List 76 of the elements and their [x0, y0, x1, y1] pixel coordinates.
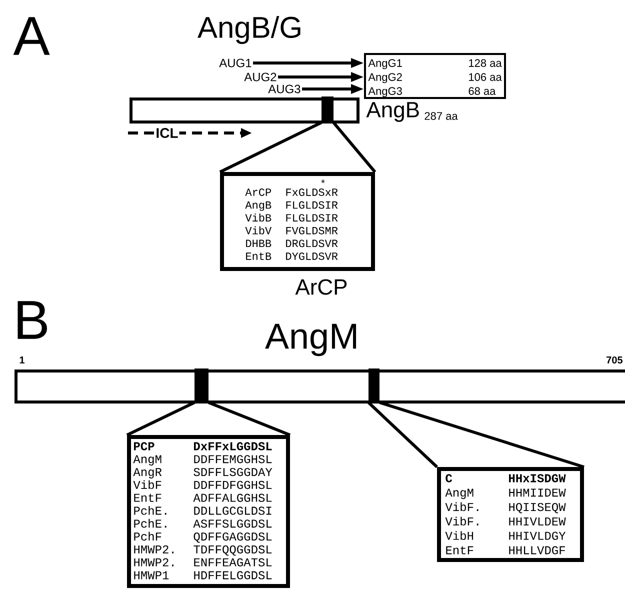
length-label: 68 aa [468, 87, 496, 95]
length-label: 106 aa [469, 73, 502, 81]
protein-name: ArCP [245, 188, 271, 196]
sequence-motif: ADFFALGGHSL [193, 494, 272, 502]
isoform-name: AngG3 [368, 87, 402, 98]
sequence-motif: FLGLDSIR [286, 214, 338, 222]
gene-label: AngB [366, 102, 419, 122]
protein-name: AngR [133, 468, 162, 478]
length-label: 128 aa [469, 59, 502, 67]
sequence-motif: FLGLDSIR [286, 201, 338, 209]
protein-name: HMWP2. [134, 545, 174, 554]
isoform-name: AngG1 [368, 59, 402, 70]
sequence-motif: DDFFDFGGHSL [194, 480, 272, 489]
sequence-motif: ASFFSLGGDSL [193, 520, 272, 528]
sequence-motif: DYGLDSVR [286, 252, 338, 260]
zoom-line [367, 401, 438, 468]
protein-name: AngB [245, 201, 272, 211]
start-codon-label: AUG2 [244, 72, 276, 82]
protein-name: DHBB [246, 240, 272, 248]
gene-title: AngB/G [198, 16, 300, 44]
start-codon-label: AUG3 [268, 84, 300, 94]
zoom-line [332, 122, 376, 173]
protein-bar [14, 370, 625, 404]
position-label: 705 [606, 356, 623, 364]
sequence-motif: HHLLVDGF [509, 546, 565, 554]
position-label: 1 [20, 356, 24, 364]
sequence-motif: HHMIIDEW [509, 488, 566, 497]
protein-name: HMWP1 [134, 571, 169, 580]
protein-name: PCP [134, 442, 154, 450]
sequence-motif: DDFFEMGGHSL [194, 455, 272, 464]
protein-name: VibF. [445, 516, 478, 526]
sequence-motif: SDFFLSGGDAY [194, 468, 272, 476]
sequence-motif: ENFFEAGATSL [194, 558, 272, 566]
protein-name: HMWP2. [134, 558, 174, 566]
protein-name: EntF [134, 494, 162, 502]
protein-name: AngM [445, 488, 474, 500]
protein-name: C [446, 474, 452, 482]
sequence-motif: DRGLDSVR [286, 240, 338, 248]
protein-name: VibH [445, 531, 474, 540]
isoform-name: AngG2 [368, 73, 402, 84]
zoom-line [219, 121, 322, 174]
sequence-motif: FxGLDSxR [286, 188, 338, 196]
sequence-motif: DDLLGCGLDSI [194, 506, 272, 515]
length-label: 287 aa [424, 112, 458, 120]
sequence-motif: HHxISDGW [509, 474, 566, 482]
gene-title: AngM [265, 324, 356, 356]
protein-name: VibF [133, 480, 162, 489]
protein-name: PchE. [134, 506, 166, 515]
sequence-motif: FVGLDSMR [286, 226, 338, 234]
protein-name: PchE. [134, 518, 166, 528]
zoom-line [126, 401, 196, 436]
protein-name: EntF [446, 546, 474, 554]
protein-name: VibF. [445, 502, 478, 512]
sequence-motif: HHIVLDEW [509, 518, 566, 526]
asterisk-mark: * [321, 180, 325, 184]
protein-name: EntB [246, 252, 272, 260]
sequence-motif: HHIVLDGY [509, 532, 566, 540]
protein-name: VibB [245, 213, 272, 222]
domain-band [368, 368, 380, 402]
sequence-motif: HQIISEQW [509, 502, 566, 514]
zoom-line [379, 401, 584, 468]
domain-band [322, 96, 334, 122]
protein-name: VibV [245, 226, 272, 234]
protein-name: PchF [134, 532, 162, 541]
arrow-label: ICL [154, 127, 180, 139]
sequence-motif: DxFFxLGGDSL [194, 442, 272, 450]
domain-label: ArCP [295, 279, 347, 295]
start-codon-label: AUG1 [219, 58, 252, 68]
panel-letter: A [13, 17, 50, 55]
panel-letter: B [18, 301, 47, 339]
sequence-motif: QDFFGAGGDSL [194, 532, 272, 543]
sequence-motif: TDFFQQGGDSL [194, 545, 272, 556]
zoom-line [208, 401, 291, 436]
domain-band [194, 368, 208, 402]
protein-name: AngM [133, 455, 162, 466]
sequence-motif: HDFFELGGDSL [194, 571, 272, 580]
